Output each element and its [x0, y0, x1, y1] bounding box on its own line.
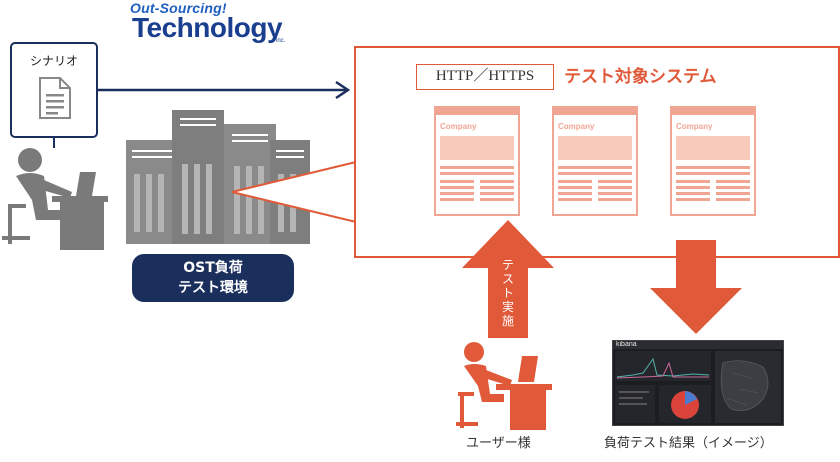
user-icon [456, 342, 552, 430]
protocol-label: HTTP／HTTPS [416, 64, 554, 90]
webpage-icon-1: Company [434, 106, 520, 216]
test-up-arrow [462, 220, 554, 338]
operator-icon [2, 148, 108, 250]
document-icon [39, 77, 71, 119]
logo-tagline: Out-Sourcing! [130, 0, 227, 16]
result-label: 負荷テスト結果（イメージ） [604, 436, 773, 451]
logo-name: Technology [132, 12, 283, 43]
kibana-charts [615, 351, 781, 423]
target-system-title: テスト対象システム [564, 67, 717, 87]
webpage-1-label: Company [440, 122, 477, 131]
scenario-label: シナリオ [29, 54, 78, 68]
webpage-icon-2: Company [552, 106, 638, 216]
scenario-box: シナリオ [10, 42, 98, 138]
webpage-2-label: Company [558, 122, 595, 131]
test-execution-label: テスト実施 [501, 258, 514, 328]
logo-suffix: inc. [276, 38, 286, 44]
kibana-header-bar [613, 341, 783, 349]
result-down-arrow [650, 240, 742, 334]
environment-label: OST負荷 テスト環境 [132, 254, 294, 302]
kibana-logo: kibana [616, 341, 637, 348]
user-label: ユーザー様 [466, 436, 531, 451]
scenario-arrow-head [335, 80, 351, 100]
kibana-dashboard-image: kibana [612, 340, 784, 426]
environment-line2: テスト環境 [178, 280, 248, 296]
environment-line1: OST負荷 [183, 260, 243, 276]
webpage-3-label: Company [676, 122, 713, 131]
callout-pointer [231, 160, 358, 224]
webpage-icon-3: Company [670, 106, 756, 216]
